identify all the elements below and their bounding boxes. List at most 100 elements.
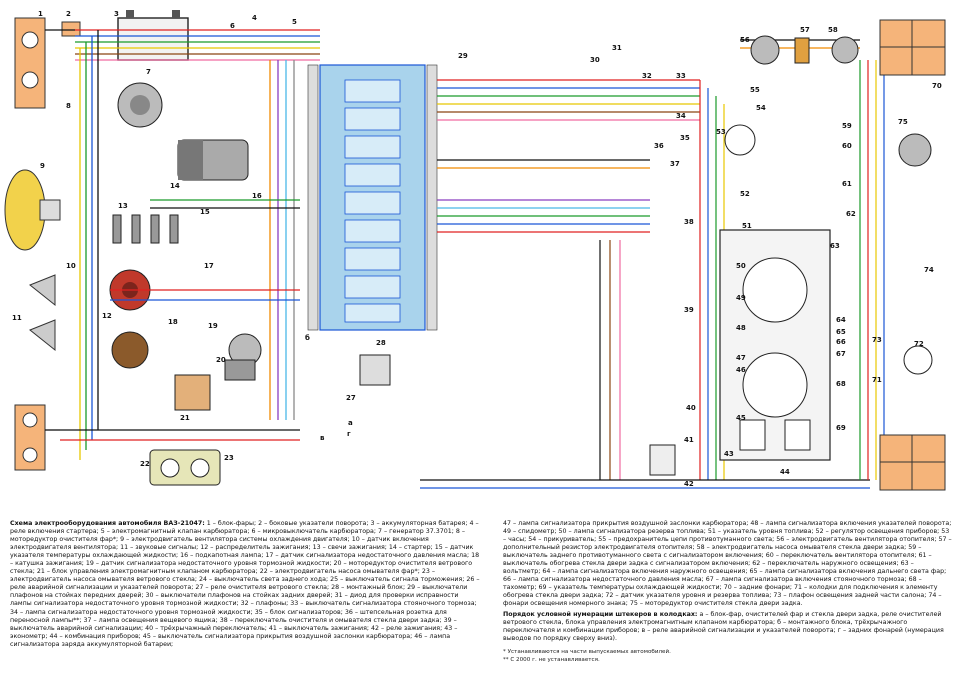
- connector-numbering-text: а – блок-фар, очистителей фар и стекла д…: [503, 610, 944, 642]
- label-47: 47: [736, 354, 746, 362]
- label-33: 33: [676, 72, 686, 80]
- legend-left: Схема электрооборудования автомобиля ВАЗ…: [10, 520, 480, 649]
- label-48: 48: [736, 324, 746, 332]
- horn-lower: [29, 319, 56, 352]
- left-front-headlamp-lower: [14, 404, 46, 471]
- spark-plugs: [112, 214, 179, 244]
- legend-right: 47 – лампа сигнализатора прикрытия возду…: [503, 520, 953, 643]
- label-10: 10: [66, 262, 76, 270]
- label-4: 4: [252, 14, 257, 22]
- footnote-2: ** С 2000 г. не устанавливается.: [503, 657, 600, 663]
- label-20: 20: [216, 356, 226, 364]
- label-69: 69: [836, 424, 846, 432]
- label-5: 5: [292, 18, 297, 26]
- wiring-diagram: 1 2 3 4 5 6 7 8 9 10 11 12 13 14 15 16 1…: [4, 10, 946, 491]
- heater-fan-motor: [750, 35, 780, 65]
- label-66: 66: [836, 338, 846, 346]
- cooling-fan: [4, 169, 61, 251]
- washer-pumps: [149, 449, 221, 486]
- label-53: 53: [716, 128, 726, 136]
- instrument-cluster: [719, 229, 831, 461]
- wire-harness: [45, 29, 320, 460]
- label-44: 44: [780, 468, 790, 476]
- label-12: 12: [102, 312, 112, 320]
- label-30: 30: [590, 56, 600, 64]
- label-23: 23: [224, 454, 234, 462]
- rear-lamp-upper: [879, 19, 946, 76]
- block-letter-labels: а б в г: [305, 334, 353, 442]
- label-16: 16: [252, 192, 262, 200]
- label-75: 75: [898, 118, 908, 126]
- rear-washer-pump: [831, 36, 859, 64]
- side-turn-indicator-upper: [61, 21, 81, 37]
- label-67: 67: [836, 350, 846, 358]
- label-62: 62: [846, 210, 856, 218]
- label-17: 17: [204, 262, 214, 270]
- label-21: 21: [180, 414, 190, 422]
- label-49: 49: [736, 294, 746, 302]
- fuel-level-sensor: [903, 345, 933, 375]
- label-46: 46: [736, 366, 746, 374]
- label-56: 56: [740, 36, 750, 44]
- label-22: 22: [140, 460, 150, 468]
- label-29: 29: [458, 52, 468, 60]
- wire-harness-right: [420, 39, 885, 489]
- label-50: 50: [736, 262, 746, 270]
- label-8: 8: [66, 102, 71, 110]
- label-65: 65: [836, 328, 846, 336]
- label-64: 64: [836, 316, 846, 324]
- label-block-a: а: [348, 419, 353, 427]
- horn-upper: [29, 274, 56, 307]
- label-45: 45: [736, 414, 746, 422]
- clock: [724, 124, 756, 156]
- label-32: 32: [642, 72, 652, 80]
- label-36: 36: [654, 142, 664, 150]
- label-37: 37: [670, 160, 680, 168]
- label-15: 15: [200, 208, 210, 216]
- label-2: 2: [66, 10, 71, 18]
- label-19: 19: [208, 322, 218, 330]
- legend-left-text: 1 – блок-фары; 2 – боковые указатели пов…: [10, 520, 480, 648]
- generator: [117, 82, 163, 128]
- carburetor-control-unit: [174, 374, 211, 411]
- label-42: 42: [684, 480, 694, 488]
- left-front-headlamp-upper: [14, 17, 46, 109]
- label-6: 6: [230, 22, 235, 30]
- label-54: 54: [756, 104, 766, 112]
- label-63: 63: [830, 242, 840, 250]
- label-39: 39: [684, 306, 694, 314]
- rear-lamp-lower: [879, 434, 946, 491]
- label-1: 1: [38, 10, 43, 18]
- label-59: 59: [842, 122, 852, 130]
- label-60: 60: [842, 142, 852, 150]
- windshield-wiper-motor: [224, 333, 262, 381]
- label-58: 58: [828, 26, 838, 34]
- connector-numbering: Порядок условной нумерации штекеров в ко…: [503, 611, 953, 643]
- connector-columns: [307, 64, 438, 331]
- label-14: 14: [170, 182, 180, 190]
- label-40: 40: [686, 404, 696, 412]
- legend-title: Схема электрооборудования автомобиля ВАЗ…: [10, 520, 205, 527]
- component-number-labels: 1 2 3 4 5 6 7 8 9 10 11 12 13 14 15 16 1…: [12, 10, 942, 488]
- label-18: 18: [168, 318, 178, 326]
- starter: [177, 139, 249, 181]
- footnote-1: * Устанавливаются на части выпускаемых а…: [503, 649, 671, 655]
- label-3: 3: [114, 10, 119, 18]
- heater-resistor: [794, 37, 810, 64]
- label-38: 38: [684, 218, 694, 226]
- rear-wiper-motor: [898, 133, 932, 167]
- label-73: 73: [872, 336, 882, 344]
- label-7: 7: [146, 68, 151, 76]
- label-74: 74: [924, 266, 934, 274]
- label-72: 72: [914, 340, 924, 348]
- label-28: 28: [376, 339, 386, 347]
- label-51: 51: [742, 222, 752, 230]
- label-43: 43: [724, 450, 734, 458]
- label-31: 31: [612, 44, 622, 52]
- label-61: 61: [842, 180, 852, 188]
- label-27: 27: [346, 394, 356, 402]
- label-68: 68: [836, 380, 846, 388]
- label-70: 70: [932, 82, 942, 90]
- connector-numbering-title: Порядок условной нумерации штекеров в ко…: [503, 610, 698, 618]
